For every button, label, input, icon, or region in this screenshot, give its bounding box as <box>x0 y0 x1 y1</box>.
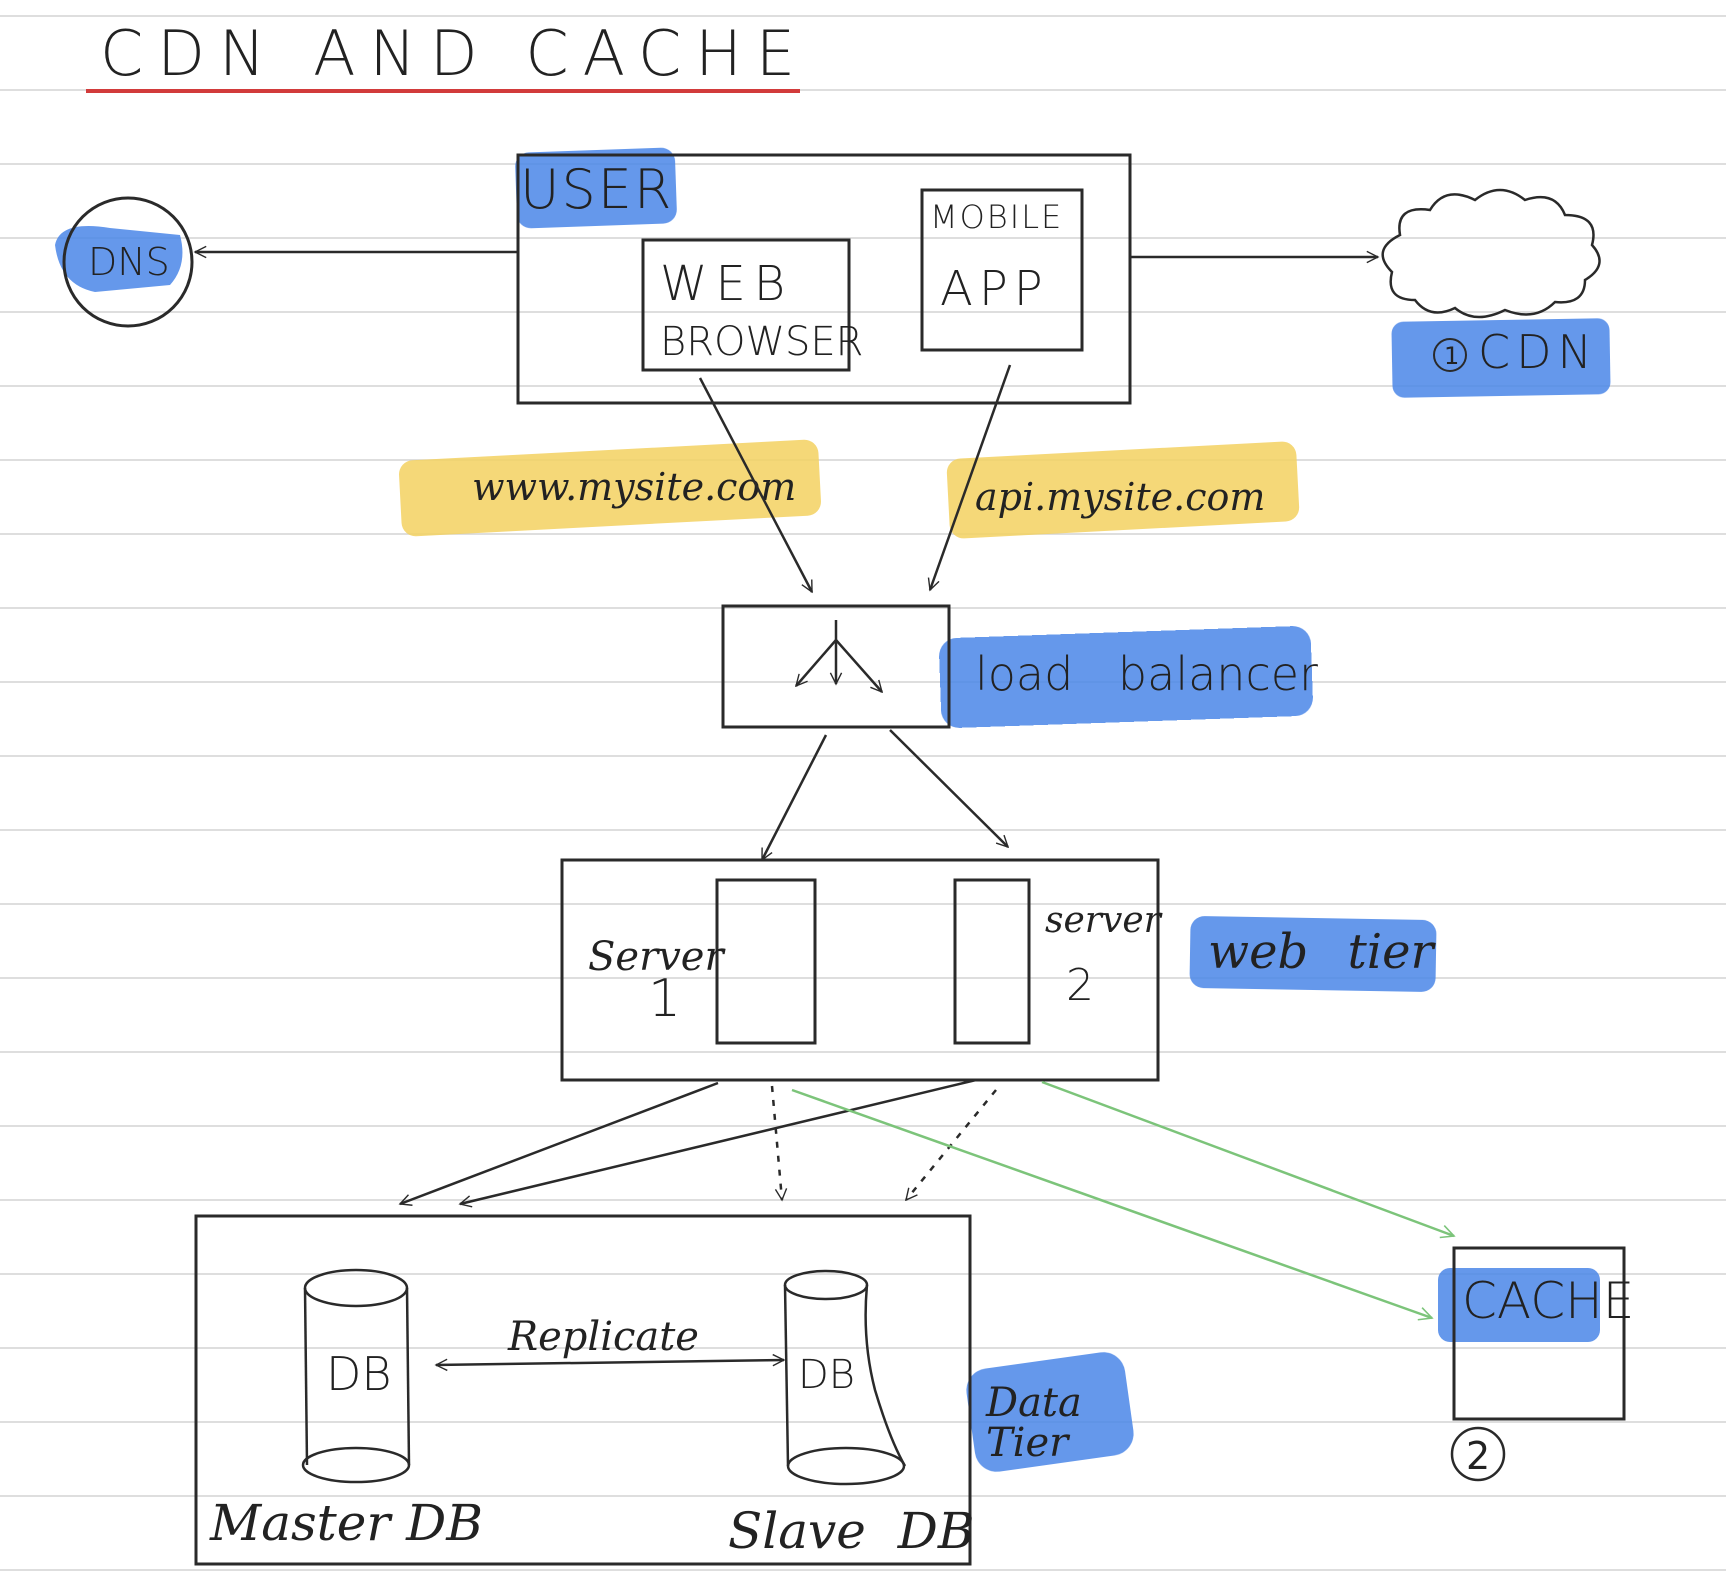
server2-rack <box>953 878 1031 1045</box>
replicate-arrow <box>436 1360 784 1365</box>
mobile-app-label-line1: MOBILE <box>930 198 1063 236</box>
cache-box <box>1452 1246 1626 1421</box>
slave-db-cylinder-icon <box>783 1269 907 1486</box>
server1-to-cache-arrow <box>791 1088 1432 1318</box>
web-tier-label: web tier <box>1208 924 1437 980</box>
www-domain-label: www.mysite.com <box>472 465 796 509</box>
load-balancer-label: load balancer <box>975 647 1318 701</box>
dns-highlight <box>55 226 183 292</box>
load-balancer-icon <box>796 620 882 692</box>
server1-to-master-arrow <box>400 1081 719 1204</box>
data-tier-highlight <box>966 1352 1134 1472</box>
page-title: CDN AND CACHE <box>100 17 809 90</box>
ruled-lines <box>0 15 1726 1571</box>
cache-number-circle <box>1450 1426 1506 1482</box>
browser-to-lb-arrow <box>698 377 814 592</box>
cdn-cloud-icon <box>1381 188 1601 319</box>
cdn-number-circle <box>1433 338 1467 372</box>
replicate-label: Replicate <box>507 1314 699 1360</box>
mobile-app-box <box>920 188 1084 352</box>
web-browser-label-line2: BROWSER <box>660 319 863 365</box>
server1-label-line2: 1 <box>648 969 681 1029</box>
load-balancer-highlight <box>939 626 1313 728</box>
dns-node <box>62 196 194 328</box>
slave-db-icon-label: DB <box>798 1352 855 1398</box>
server1-rack <box>715 878 817 1045</box>
cache-label: CACHE <box>1462 1272 1634 1330</box>
master-db-cylinder-icon <box>301 1268 411 1484</box>
load-balancer-box <box>721 604 951 729</box>
cache-number: 2 <box>1466 1434 1490 1478</box>
dns-label: DNS <box>88 240 170 284</box>
web-browser-box <box>641 238 851 372</box>
server1-to-slave-arrow <box>770 1085 782 1200</box>
web-tier-box <box>560 858 1160 1082</box>
lb-to-server2-arrow <box>889 729 1008 847</box>
cdn-number: 1 <box>1444 342 1459 370</box>
server2-label-line1: server <box>1045 900 1163 941</box>
server2-to-master-arrow <box>460 1078 977 1204</box>
master-db-icon-label: DB <box>326 1347 392 1401</box>
master-db-label: Master DB <box>209 1494 483 1552</box>
api-domain-label: api.mysite.com <box>975 475 1265 519</box>
user-highlight <box>515 147 677 229</box>
user-box <box>516 153 1132 405</box>
www-highlight <box>399 439 821 537</box>
server1-label-line1: Server <box>588 934 726 980</box>
server2-to-cache-arrow <box>1041 1080 1454 1236</box>
cdn-highlight <box>1391 318 1611 398</box>
api-highlight <box>946 441 1300 539</box>
cache-highlight <box>1438 1268 1600 1342</box>
web-tier-highlight <box>1189 916 1437 992</box>
data-tier-label-line1: Data <box>985 1380 1082 1426</box>
user-label: USER <box>520 158 673 221</box>
cdn-label: CDN <box>1478 325 1598 379</box>
data-tier-box <box>194 1214 972 1566</box>
lb-to-server1-arrow <box>760 734 828 860</box>
slave-db-label: Slave DB <box>728 1502 975 1560</box>
data-tier-label-line2: Tier <box>986 1420 1071 1466</box>
mobile-to-lb-arrow <box>930 364 1012 590</box>
server2-label-line2: 2 <box>1066 960 1094 1011</box>
server2-to-slave-arrow <box>906 1089 997 1200</box>
highlights <box>55 147 1611 1472</box>
mobile-app-label-line2: APP <box>940 261 1049 317</box>
web-browser-label-line1: WEB <box>660 256 793 312</box>
